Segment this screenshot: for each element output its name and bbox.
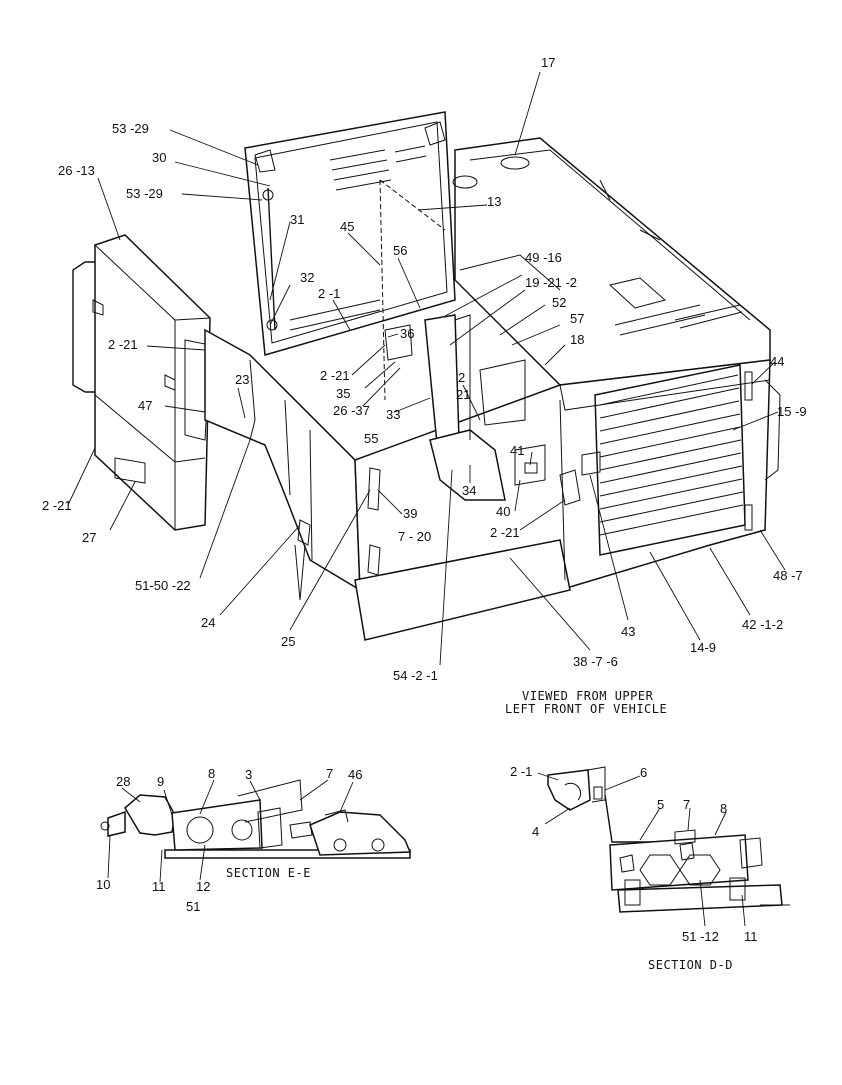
callout: 9 <box>157 774 164 789</box>
callout: 12 <box>196 879 210 894</box>
callout: 19 -21 -2 <box>525 275 577 290</box>
callout: 26 -13 <box>58 163 95 178</box>
callout: 51 <box>186 899 200 914</box>
callout: 7 <box>326 766 333 781</box>
callout: 43 <box>621 624 635 639</box>
callout: 15 -9 <box>777 404 807 419</box>
callout: 32 <box>300 270 314 285</box>
callout: 17 <box>541 55 555 70</box>
callout: 47 <box>138 398 152 413</box>
callout: 2 -1 <box>510 764 532 779</box>
callout: 46 <box>348 767 362 782</box>
callout: 38 -7 -6 <box>573 654 618 669</box>
callout: 53 -29 <box>112 121 149 136</box>
main-leader-lines <box>67 71 786 666</box>
callout: 53 -29 <box>126 186 163 201</box>
callout: 39 <box>403 506 417 521</box>
section-e-labels: 28 9 8 3 7 46 10 11 12 51 SECTION E-E <box>96 766 362 914</box>
callout: 6 <box>640 765 647 780</box>
section-d-leaders <box>537 772 746 927</box>
callout: 56 <box>393 243 407 258</box>
callout: 57 <box>570 311 584 326</box>
callout: 2 -1 <box>318 286 340 301</box>
callout: 26 -37 <box>333 403 370 418</box>
callout: 11 <box>152 879 166 894</box>
callout: 41 <box>510 443 524 458</box>
callout: 14-9 <box>690 640 716 655</box>
callout: 2 -21 <box>42 498 72 513</box>
view-caption-line1: VIEWED FROM UPPER <box>522 689 654 703</box>
section-e-leaders <box>107 779 354 883</box>
callout: 2 <box>458 370 465 385</box>
section-d-title: SECTION D-D <box>648 958 733 972</box>
callout: 8 <box>720 801 727 816</box>
main-callout-labels: 53 -29 30 53 -29 26 -13 31 45 56 13 17 4… <box>42 55 807 683</box>
callout: 55 <box>364 431 378 446</box>
callout: 13 <box>487 194 501 209</box>
callout: 3 <box>245 767 252 782</box>
callout: 8 <box>208 766 215 781</box>
callout: 45 <box>340 219 354 234</box>
callout: 11 <box>744 929 758 944</box>
callout: 33 <box>386 407 400 422</box>
callout: 35 <box>336 386 350 401</box>
callout: 49 -16 <box>525 250 562 265</box>
callout: 4 <box>532 824 539 839</box>
section-e-title: SECTION E-E <box>226 866 311 880</box>
callout: 2 -21 <box>490 525 520 540</box>
callout: 44 <box>770 354 784 369</box>
callout: 7 <box>683 797 690 812</box>
callout: 31 <box>290 212 304 227</box>
callout: 21 <box>456 387 470 402</box>
callout: 51-50 -22 <box>135 578 191 593</box>
callout: 54 -2 -1 <box>393 668 438 683</box>
callout: 23 <box>235 372 249 387</box>
callout: 28 <box>116 774 130 789</box>
callout: 52 <box>552 295 566 310</box>
callout: 5 <box>657 797 664 812</box>
callout: 48 -7 <box>773 568 803 583</box>
view-caption-line2: LEFT FRONT OF VEHICLE <box>505 702 667 716</box>
callout: 40 <box>496 504 510 519</box>
callout: 10 <box>96 877 110 892</box>
callout: 34 <box>462 483 476 498</box>
callout: 25 <box>281 634 295 649</box>
callout: 51 -12 <box>682 929 719 944</box>
callout: 7 - 20 <box>398 529 431 544</box>
callout: 30 <box>152 150 166 165</box>
view-caption: VIEWED FROM UPPER LEFT FRONT OF VEHICLE <box>505 689 667 716</box>
callout: 27 <box>82 530 96 545</box>
section-d-drawing <box>547 766 790 913</box>
hood-assembly <box>72 111 781 641</box>
callout: 2 -21 <box>320 368 350 383</box>
callout: 36 <box>400 326 414 341</box>
callout: 42 -1-2 <box>742 617 783 632</box>
callout: 18 <box>570 332 584 347</box>
section-d-labels: 2 -1 6 5 7 8 4 51 -12 11 SECTION D-D <box>510 764 758 972</box>
callout: 24 <box>201 615 215 630</box>
callout: 2 -21 <box>108 337 138 352</box>
